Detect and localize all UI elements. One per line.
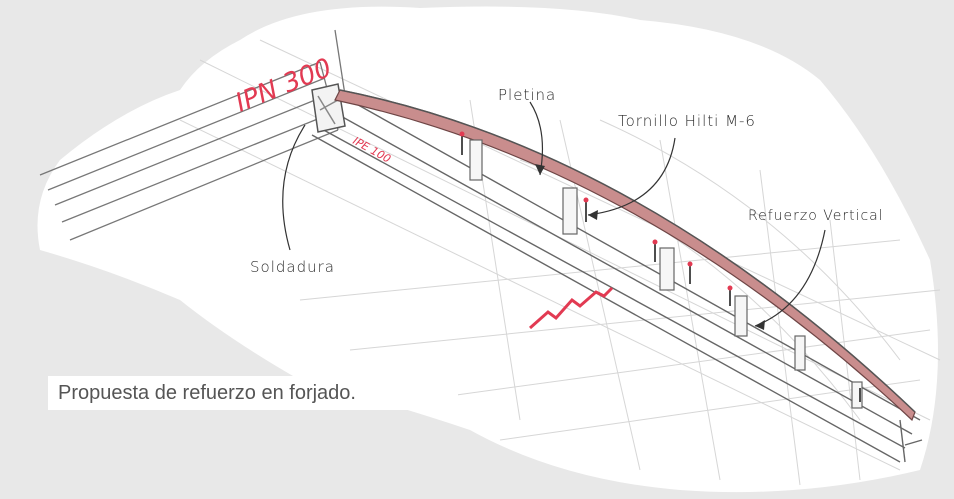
pletina-label: Pletina (498, 86, 556, 104)
caption-text: Propuesta de refuerzo en forjado. (48, 376, 458, 410)
crack-mark (529, 286, 614, 330)
vertical-stiffeners (469, 139, 863, 409)
tornillo-label: Tornillo Hilti M-6 (618, 112, 756, 130)
soldadura-label: Soldadura (250, 258, 335, 276)
refuerzo-label: Refuerzo Vertical (748, 208, 884, 224)
leader-lines (282, 101, 826, 327)
hilti-bolts (459, 131, 861, 402)
sketch-background (37, 6, 938, 493)
leader-arrowheads (535, 164, 765, 330)
ipe-100-beam (311, 91, 923, 463)
